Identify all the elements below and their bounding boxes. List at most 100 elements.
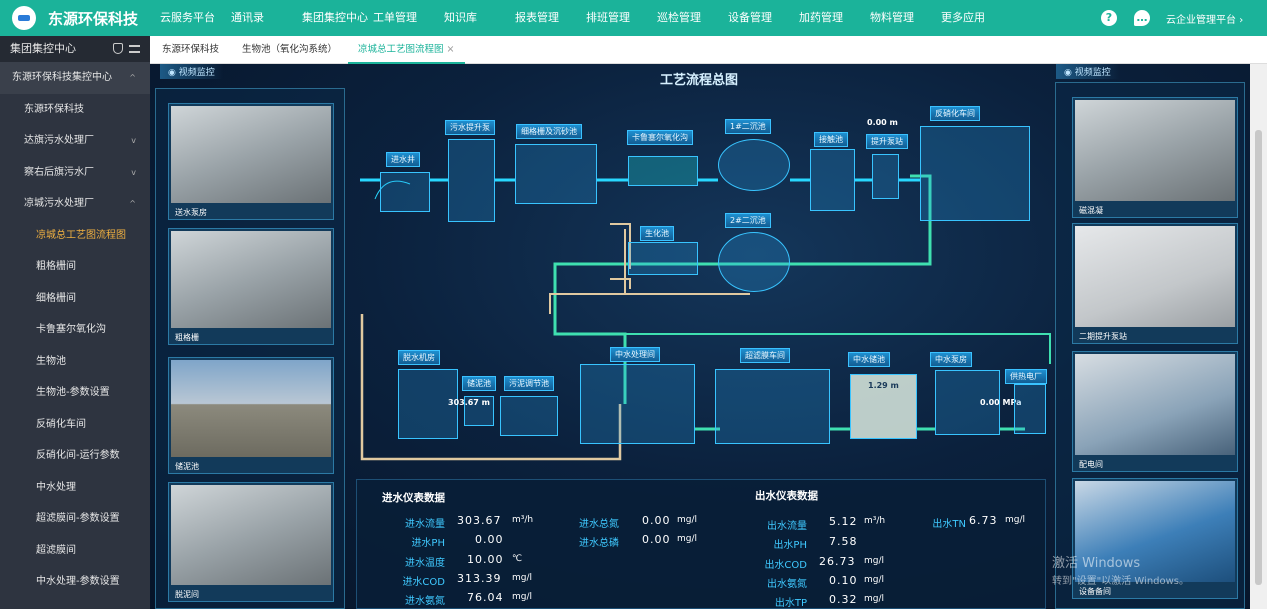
metric-key: 进水COD [402, 577, 445, 588]
sidebar-item[interactable]: 细格栅间 [0, 283, 150, 315]
camera-feed[interactable]: 脱泥间 [168, 482, 334, 602]
sidebar-item[interactable]: 东源环保科技 [0, 94, 150, 126]
nav-item[interactable]: 云服务平台 [160, 11, 215, 24]
video-label: 视频监控 [1074, 68, 1111, 78]
reuse-water-plant[interactable] [580, 364, 695, 444]
sludge-tank[interactable] [464, 396, 494, 426]
camera-image [171, 485, 331, 585]
nav-item[interactable]: 设备管理 [728, 11, 772, 24]
oxidation-ditch[interactable] [628, 156, 698, 186]
secondary-clarifier-1[interactable] [718, 139, 790, 191]
dewatering-house[interactable] [398, 369, 458, 439]
grit-chamber[interactable] [515, 144, 597, 204]
contact-tank[interactable] [810, 149, 855, 211]
unit-label: 1#二沉池 [725, 119, 771, 134]
sidebar-item[interactable]: 反硝化车间 [0, 409, 150, 441]
enterprise-platform-link[interactable]: 云企业管理平台 › [1166, 11, 1243, 26]
camera-feed[interactable]: 设备备间 [1072, 478, 1238, 599]
nav-item[interactable]: 巡检管理 [657, 11, 701, 24]
camera-feed[interactable]: 粗格栅 [168, 228, 334, 345]
sidebar-item-label: 反硝化车间 [36, 418, 86, 430]
camera-feed[interactable]: 磁混凝 [1072, 97, 1238, 218]
nav-item[interactable]: 加药管理 [799, 11, 843, 24]
shield-icon[interactable] [113, 43, 123, 54]
ultrafiltration-plant[interactable] [715, 369, 830, 444]
sidebar-item[interactable]: 卡鲁塞尔氧化沟 [0, 314, 150, 346]
scrollbar-thumb[interactable] [1255, 130, 1262, 585]
chevron-up-icon: ^ [129, 199, 136, 208]
nav-item[interactable]: 集团集控中心 [302, 11, 368, 24]
sidebar-item[interactable]: 超滤膜间 [0, 535, 150, 567]
nav-item[interactable]: 知识库 [444, 11, 477, 24]
metric-value: 313.39 [457, 572, 502, 585]
sidebar-item-label: 卡鲁塞尔氧化沟 [36, 324, 106, 335]
screen-title: 工艺流程总图 [660, 73, 739, 88]
metric-value: 0.00 [642, 514, 671, 527]
sidebar-item[interactable]: 中水处理-参数设置 [0, 566, 150, 598]
nav-item[interactable]: 报表管理 [515, 11, 559, 24]
camera-label: 设备备间 [1079, 587, 1111, 596]
process-screen: 工艺流程总图 ◉ 视频监控 送水泵房 粗格栅 储泥池 脱泥间 ◉ 视频监控 磁混… [150, 64, 1250, 609]
sludge-adjust-tank[interactable] [500, 396, 558, 436]
nav-item[interactable]: 通讯录 [231, 11, 264, 24]
camera-image [171, 360, 331, 457]
metric-unit: mg/l [864, 575, 885, 585]
unit-label: 脱水机房 [398, 350, 440, 365]
sidebar-item[interactable]: 凉城总工艺图流程图 [0, 220, 150, 252]
unit-label: 卡鲁塞尔氧化沟 [627, 130, 693, 145]
main-nav: 云服务平台 通讯录 集团集控中心 工单管理 知识库 报表管理 排班管理 巡检管理… [160, 0, 1012, 36]
unit-label: 提升泵站 [866, 134, 908, 149]
nav-item[interactable]: 排班管理 [586, 11, 630, 24]
sidebar-item[interactable]: 超滤膜间-参数设置 [0, 503, 150, 535]
secondary-clarifier-2[interactable] [718, 232, 790, 292]
metric-key: 进水PH [411, 538, 445, 549]
close-icon[interactable]: × [446, 44, 455, 55]
lift-pump-tank[interactable] [448, 139, 495, 222]
sidebar-item[interactable]: 凉城污水处理厂^ [0, 188, 150, 220]
camera-label: 磁混凝 [1079, 206, 1103, 215]
camera-feed[interactable]: 储泥池 [168, 357, 334, 474]
camera-image [1075, 354, 1235, 455]
camera-feed[interactable]: 配电间 [1072, 351, 1238, 472]
sidebar-item-label: 达旗污水处理厂 [24, 135, 94, 146]
sidebar-item[interactable]: 达旗污水处理厂 v [0, 125, 150, 157]
tab-process-flow[interactable]: 凉城总工艺图流程图 × [348, 36, 465, 64]
lift-pump-station[interactable] [872, 154, 899, 199]
sidebar-item-label: 东源环保科技 [24, 103, 84, 115]
chevron-down-icon: v [131, 136, 136, 145]
reuse-pump-house[interactable] [935, 370, 1000, 435]
sidebar-item[interactable]: 生物池-参数设置 [0, 377, 150, 409]
nav-item[interactable]: 物料管理 [870, 11, 914, 24]
unit-label: 反硝化车间 [930, 106, 980, 121]
help-icon[interactable]: ? [1101, 10, 1117, 26]
chat-icon[interactable]: … [1134, 10, 1150, 26]
nav-item-more[interactable]: 更多应用 [941, 11, 985, 24]
sidebar-item[interactable]: 生物池 [0, 346, 150, 378]
metric-unit: m³/h [512, 515, 534, 525]
brand-name: 东源环保科技 [48, 10, 139, 28]
tab-home[interactable]: 东源环保科技 [162, 44, 220, 55]
metric-key: 出水TN [932, 519, 966, 530]
camera-feed[interactable]: 二期提升泵站 [1072, 223, 1238, 344]
inlet-well[interactable] [380, 172, 430, 212]
denitrification-building[interactable] [920, 126, 1030, 221]
sidebar-item[interactable]: 粗格栅间 [0, 251, 150, 283]
sidebar-item[interactable]: 反硝化间-运行参数 [0, 440, 150, 472]
nav-item[interactable]: 工单管理 [373, 11, 417, 24]
bio-tank[interactable] [628, 242, 698, 275]
metric-value: 5.12 [829, 515, 858, 528]
menu-icon[interactable] [129, 45, 140, 53]
process-pipes [360, 174, 1051, 461]
camera-feed[interactable]: 送水泵房 [168, 103, 334, 220]
sidebar-item[interactable]: 东源环保科技集控中心^ [0, 62, 150, 94]
sidebar-item-label: 超滤膜间-参数设置 [36, 513, 120, 524]
metric-key: 进水温度 [405, 558, 445, 569]
power-plant[interactable] [1014, 384, 1046, 434]
sidebar-item[interactable]: 中水处理 [0, 472, 150, 504]
reuse-storage-tank[interactable] [850, 374, 917, 439]
tab-bio-pool[interactable]: 生物池（氧化沟系统） [242, 44, 338, 55]
camera-label: 配电间 [1079, 460, 1103, 469]
